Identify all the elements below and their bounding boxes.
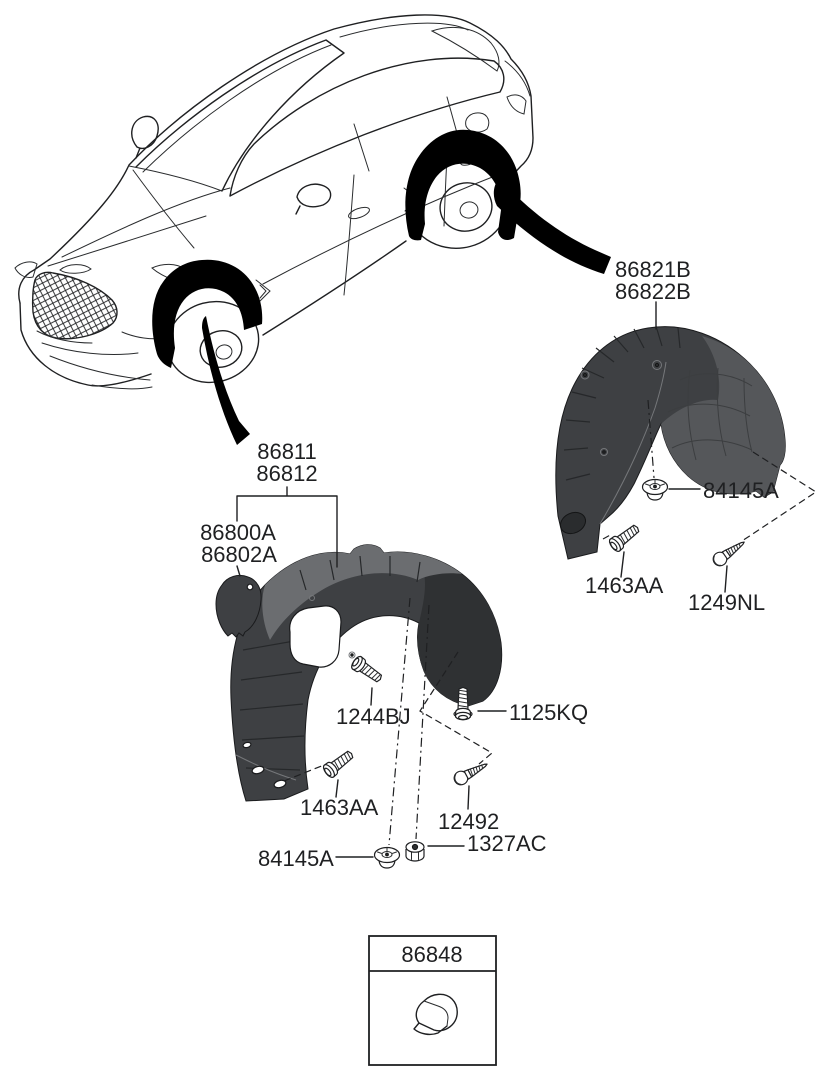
callout-front-washer-bolt[interactable]: 1125KQ [509,700,588,725]
callout-front-lower-bolt[interactable]: 1463AA [300,795,379,820]
emblem [59,264,92,274]
callout-rear-guard-line1[interactable]: 86821B [615,257,691,282]
tapping-screw-icon-12492 [451,757,491,788]
callout-labels: 86821B 86822B 86811 86812 86800A 86802A … [200,257,779,871]
headlight [14,261,38,278]
callout-rear-screw[interactable]: 1249NL [688,590,765,615]
callout-mud-pad-line1[interactable]: 86800A [200,520,276,545]
callout-mud-pad-line2[interactable]: 86802A [201,542,277,567]
vehicle-illustration [14,14,611,445]
tapping-screw-icon-1249nl [709,535,749,570]
callout-rear-bolt[interactable]: 1463AA [585,573,664,598]
callout-front-guard-line2[interactable]: 86812 [256,461,317,486]
inset-part-box: 86848 [368,935,497,1066]
grommet-nut-icon-84145a-front [373,846,401,869]
grille [31,271,118,340]
windshield [135,39,345,192]
assembly-reference-lines [283,399,818,846]
washer-bolt-icon-1125kq [453,686,473,721]
arrow-to-front-guard [202,316,250,445]
taillight [506,94,527,115]
arrow-to-rear-guard [493,178,611,274]
flange-nut-icon-1327ac [405,841,425,862]
side-mirror [295,183,332,215]
clip-icon [413,993,458,1036]
side-windows [229,57,505,197]
leader-lines [236,301,728,858]
callout-front-bolt[interactable]: 1244BJ [336,704,411,729]
grommet-nut-icon-84145a-rear [641,478,669,501]
rear-wheel-guard-highlight [405,129,521,241]
flange-bolt-icon-1463aa-rear [606,520,643,554]
callout-front-screw[interactable]: 12492 [438,809,499,834]
fasteners [320,478,749,869]
side-mirror [131,115,159,159]
rear-window [430,26,500,72]
door-handle [348,206,370,220]
callout-rear-grommet[interactable]: 84145A [703,478,779,503]
flange-bolt-icon-1244bj [349,654,386,687]
front-wheel-guard-highlight [152,259,263,368]
callout-inset-part[interactable]: 86848 [401,942,462,967]
callout-front-guard-line1[interactable]: 86811 [257,439,317,464]
callout-rear-guard-line2[interactable]: 86822B [615,279,691,304]
mud-guard-pad-part [215,574,262,638]
callout-front-nut[interactable]: 1327AC [467,831,547,856]
flange-bolt-icon-1463aa-front [320,746,357,780]
rear-wheel-guard-part [555,325,786,560]
car-body-outline [18,14,534,304]
callout-front-grommet[interactable]: 84145A [258,846,334,871]
guard-cutout [289,605,342,668]
